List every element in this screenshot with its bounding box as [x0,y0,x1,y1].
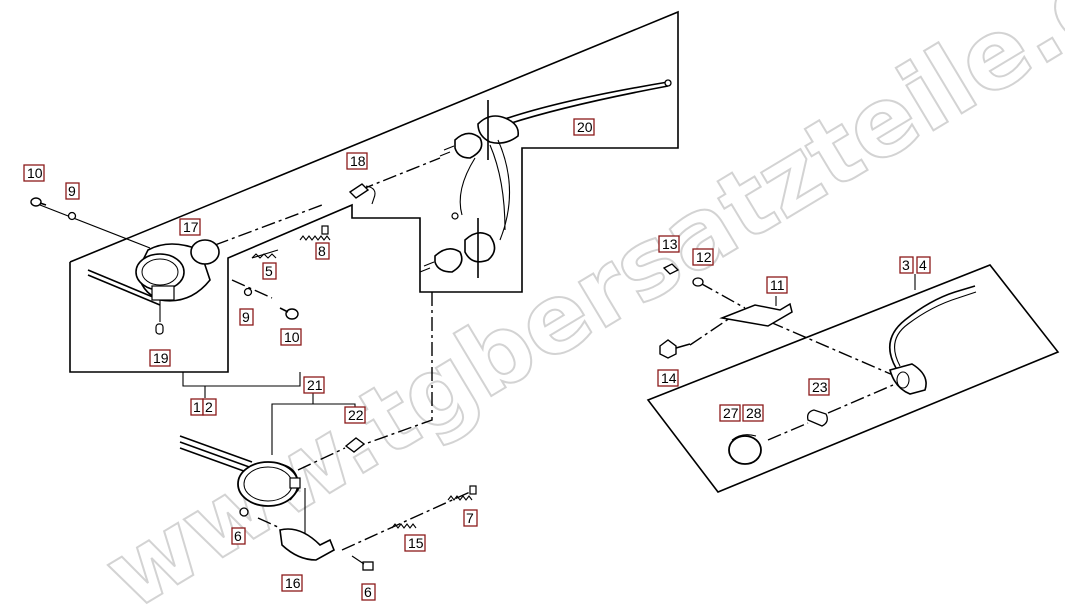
connector-lamp2 [297,447,346,471]
connector-part [348,183,376,205]
bulb-part [806,409,828,427]
connector-6a [257,517,281,529]
svg-text:22: 22 [348,407,364,423]
part-label-9: 9 [65,182,80,200]
screw-part [279,307,299,320]
connector-lens [767,422,809,441]
svg-text:10: 10 [284,329,300,345]
part-label-10-lower: 10 [280,328,302,346]
lens-cap-part [728,434,762,465]
svg-text:19: 19 [153,350,169,366]
svg-text:28: 28 [746,405,762,421]
svg-text:1: 1 [193,399,201,415]
part-label-8: 8 [315,242,330,260]
screw-part [30,197,47,207]
part-label-7: 7 [463,509,478,527]
connector-17-line [214,204,323,246]
adjust-screw-part [447,485,477,501]
svg-text:6: 6 [364,584,372,600]
connector-18-to-plug [359,157,441,191]
part-label-20: 20 [573,118,595,136]
washer-part [67,211,77,221]
bracket-1-2 [182,372,301,387]
part-label-4: 4 [916,256,931,274]
part-label-17: 17 [179,218,201,236]
left-assembly-frame [69,10,679,373]
svg-text:9: 9 [68,183,76,199]
part-label-10: 10 [23,164,45,182]
part-label-3: 3 [899,256,914,274]
svg-text:3: 3 [902,257,910,273]
svg-text:23: 23 [812,379,828,395]
part-label-9-lower: 9 [239,308,254,326]
svg-text:11: 11 [770,277,785,293]
mount-bracket-part [719,302,793,327]
leader-10a [39,204,151,249]
part-label-19: 19 [149,349,171,367]
svg-text:10: 10 [27,165,43,181]
svg-text:7: 7 [466,510,474,526]
part-label-6: 6 [231,527,246,545]
part-label-28: 28 [742,404,764,422]
washer-part [243,287,253,297]
part-label-21: 21 [303,376,325,394]
connector-screw [341,491,471,551]
svg-text:2: 2 [205,399,213,415]
connector-part [344,437,366,453]
svg-text:13: 13 [662,236,678,252]
svg-text:18: 18 [350,153,366,169]
part-label-6-lower: 6 [361,583,376,601]
part-label-16: 16 [281,574,303,592]
connector-9-line [231,279,273,299]
part-label-1: 1 [190,398,204,416]
svg-text:4: 4 [919,257,927,273]
watermark-text: www.tgbersatzteile.de [86,0,1065,609]
svg-text:16: 16 [285,575,301,591]
part-label-13: 13 [658,235,680,253]
connector-11-to-lamp [769,321,894,376]
part-label-14: 14 [657,369,679,387]
svg-text:27: 27 [723,405,739,421]
right-assembly-frame [646,264,1060,493]
bolt-part [659,339,691,359]
svg-text:17: 17 [183,219,199,235]
nut-part [662,263,680,275]
connector-22-line [361,292,433,446]
svg-text:14: 14 [661,370,677,386]
part-label-22: 22 [344,406,366,424]
connector-12 [699,282,746,309]
part-label-11: 11 [766,276,788,294]
svg-text:8: 8 [318,243,326,259]
screw-part [351,555,374,571]
wiring-harness [419,79,672,278]
svg-text:5: 5 [265,263,273,279]
spring-part [251,249,279,259]
fog-lamp-lower [179,435,306,540]
svg-text:20: 20 [577,119,593,135]
part-label-18: 18 [346,152,368,170]
screw-part [239,507,249,517]
part-label-2: 2 [202,398,217,416]
svg-text:21: 21 [307,377,323,393]
svg-text:6: 6 [234,528,242,544]
part-label-23: 23 [808,378,830,396]
spring-part [391,523,417,529]
part-label-27: 27 [719,404,741,422]
watermark: www.tgbersatzteile.de [85,0,1065,609]
adjust-screw-part [299,225,331,241]
connector-14 [689,317,731,346]
washer-part [692,277,704,287]
part-label-12: 12 [692,248,714,266]
part-label-5: 5 [262,262,277,280]
part-label-15: 15 [404,534,426,552]
svg-text:12: 12 [696,249,712,265]
svg-text:15: 15 [408,535,424,551]
connector-bulb [827,384,894,414]
lamp-bracket-part [279,528,336,561]
svg-text:9: 9 [242,309,250,325]
fog-lamp-housing [87,239,220,335]
side-lamp-part [888,285,977,395]
